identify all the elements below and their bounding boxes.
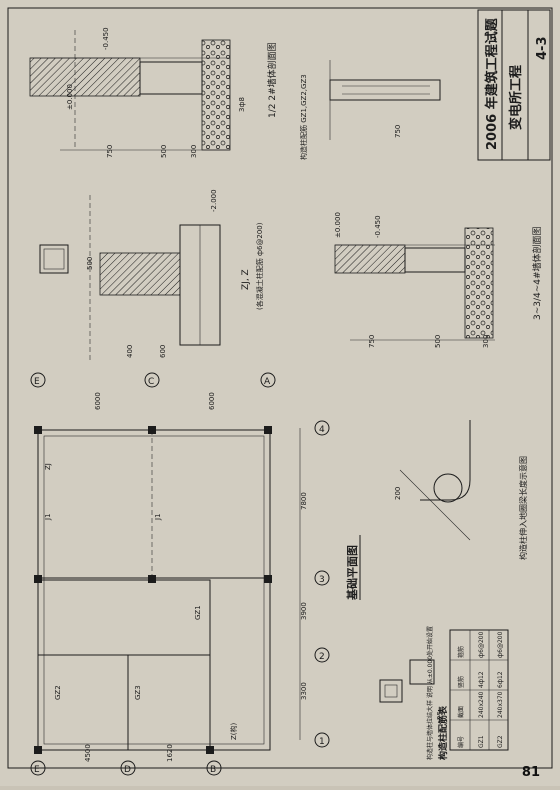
svg-text:编号: 编号 bbox=[457, 736, 465, 748]
svg-text:GZ2: GZ2 bbox=[497, 735, 504, 748]
plan-title: 基础平面图 bbox=[345, 545, 359, 601]
svg-text:200: 200 bbox=[394, 487, 402, 500]
svg-text:B: B bbox=[210, 765, 216, 775]
svg-text:E: E bbox=[34, 765, 40, 775]
svg-text:600: 600 bbox=[159, 345, 167, 358]
title-drawing: 变电所工程 bbox=[508, 65, 524, 130]
page-number: 81 bbox=[521, 765, 540, 780]
svg-text:-2.000: -2.000 bbox=[210, 189, 218, 212]
zj-detail: 500 400 600 -2.000 ZJ, Z (各混凝土柱配筋 ф6@200… bbox=[39, 189, 264, 360]
section-1-2-title: 1/2 2#墙体剖面图 bbox=[266, 42, 278, 118]
section-3-4: ±0.000 -0.450 750 500 300 3~3/4~4#墙体剖面图 bbox=[334, 212, 543, 348]
column-section-small: 25 bbox=[379, 659, 444, 720]
svg-text:4ф12: 4ф12 bbox=[478, 671, 485, 688]
svg-text:750: 750 bbox=[394, 125, 402, 138]
svg-text:4: 4 bbox=[319, 425, 325, 435]
zj-note: (各混凝土柱配筋 ф6@200) bbox=[255, 222, 264, 310]
svg-text:300: 300 bbox=[482, 335, 490, 348]
svg-text:240x370: 240x370 bbox=[497, 691, 504, 718]
svg-text:±0.000: ±0.000 bbox=[66, 84, 74, 110]
svg-text:25: 25 bbox=[436, 711, 444, 720]
svg-text:A: A bbox=[264, 377, 271, 387]
svg-text:竖筋: 竖筋 bbox=[457, 676, 465, 688]
svg-text:750: 750 bbox=[106, 145, 114, 158]
svg-text:1: 1 bbox=[319, 737, 325, 747]
svg-text:3900: 3900 bbox=[300, 602, 308, 620]
svg-text:J1: J1 bbox=[154, 513, 162, 521]
svg-text:500: 500 bbox=[434, 335, 442, 348]
svg-text:E: E bbox=[34, 377, 40, 387]
svg-text:-0.450: -0.450 bbox=[374, 215, 382, 238]
svg-text:±0.000: ±0.000 bbox=[334, 212, 342, 238]
svg-text:500: 500 bbox=[160, 145, 168, 158]
title-block: 2006 年建筑工程试题 4-3 变电所工程 bbox=[477, 9, 551, 161]
svg-text:ф6@200: ф6@200 bbox=[497, 631, 504, 658]
svg-text:240x240: 240x240 bbox=[478, 691, 485, 718]
rebar-table: 构造柱配筋表 构造柱与墙体拉结大样 说明 从±0.000处开始设置 编号 截面 … bbox=[426, 626, 509, 760]
svg-text:D: D bbox=[124, 765, 131, 775]
svg-text:GZ2: GZ2 bbox=[54, 685, 62, 700]
column-detail-title: 构造柱配筋 GZ1,GZ2,GZ3 bbox=[299, 74, 308, 160]
svg-text:7800: 7800 bbox=[300, 492, 308, 510]
svg-text:4500: 4500 bbox=[84, 744, 92, 762]
title-year: 2006 年建筑工程试题 bbox=[484, 17, 500, 150]
bend-detail-title: 构造柱伸入地圈梁长度示意图 bbox=[518, 456, 528, 560]
svg-text:GZ1: GZ1 bbox=[194, 605, 202, 620]
title-sheet-no: 4-3 bbox=[535, 37, 550, 61]
svg-text:ZJ: ZJ bbox=[44, 463, 52, 470]
svg-text:截面: 截面 bbox=[457, 706, 465, 718]
svg-text:GZ3: GZ3 bbox=[134, 685, 142, 700]
svg-text:1620: 1620 bbox=[166, 744, 174, 762]
svg-text:C: C bbox=[148, 377, 154, 387]
svg-text:6000: 6000 bbox=[94, 392, 102, 410]
svg-text:6ф12: 6ф12 bbox=[497, 671, 504, 688]
svg-text:750: 750 bbox=[368, 335, 376, 348]
svg-text:400: 400 bbox=[126, 345, 134, 358]
svg-text:3300: 3300 bbox=[300, 682, 308, 700]
foundation-plan: E C A 6000 6000 E D B 4500 1620 4 3 2 1 … bbox=[30, 372, 361, 776]
svg-text:GZ1: GZ1 bbox=[478, 735, 485, 748]
bend-detail: 200 构造柱伸入地圈梁长度示意图 bbox=[394, 420, 528, 560]
svg-text:3: 3 bbox=[319, 575, 325, 585]
section-1-2: ±0.000 -0.450 750 500 300 3ф8 1/2 2#墙体剖面… bbox=[29, 27, 278, 158]
table-title: 构造柱配筋表 bbox=[437, 705, 449, 760]
section-3-4-title: 3~3/4~4#墙体剖面图 bbox=[531, 226, 543, 320]
svg-text:300: 300 bbox=[190, 145, 198, 158]
column-rebar-detail: 构造柱配筋 GZ1,GZ2,GZ3 750 bbox=[299, 60, 441, 160]
sheet-border bbox=[7, 7, 553, 769]
table-note: 构造柱与墙体拉结大样 说明 从±0.000处开始设置 bbox=[426, 626, 434, 760]
svg-text:2: 2 bbox=[319, 652, 325, 662]
svg-text:6000: 6000 bbox=[208, 392, 216, 410]
svg-text:J1: J1 bbox=[44, 513, 52, 521]
svg-text:箍筋: 箍筋 bbox=[457, 646, 465, 658]
svg-text:-0.450: -0.450 bbox=[102, 27, 110, 50]
svg-text:3ф8: 3ф8 bbox=[238, 97, 246, 112]
svg-text:ф6@200: ф6@200 bbox=[478, 631, 485, 658]
zj-title: ZJ, Z bbox=[241, 269, 251, 290]
svg-text:Z(构): Z(构) bbox=[229, 722, 238, 740]
svg-text:500: 500 bbox=[86, 257, 94, 270]
